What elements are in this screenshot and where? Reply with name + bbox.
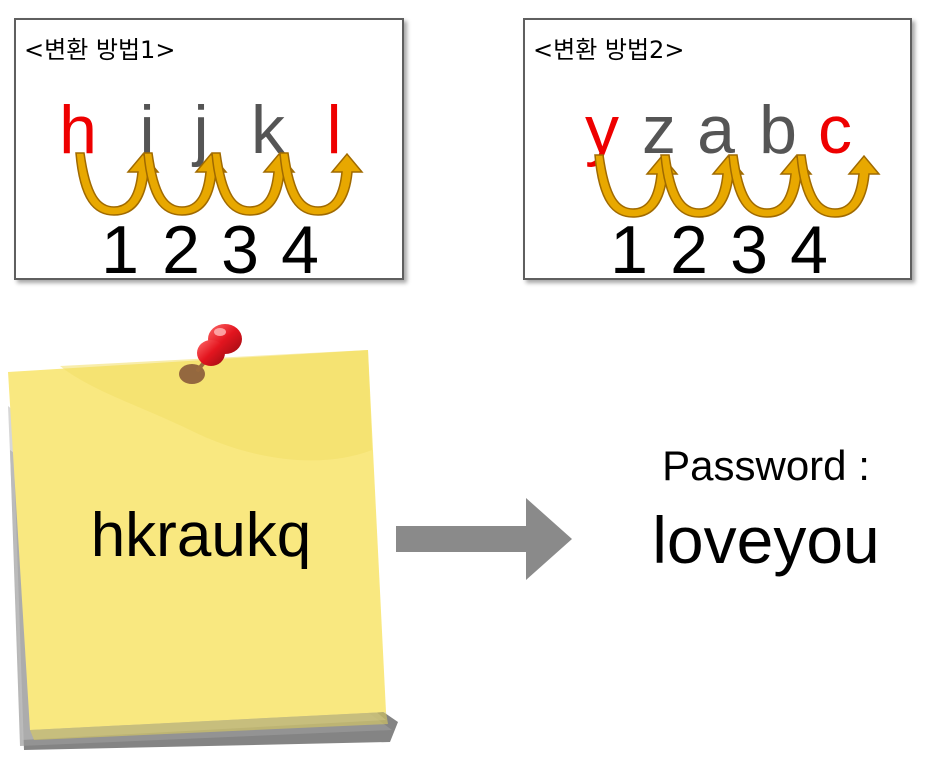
method2-panel: <변환 방법2> y z a b c 1 2 3 4 [523,18,912,285]
method1-digit: 3 [221,212,259,288]
method2-letter-4: c [818,92,852,168]
method2-digit: 3 [730,212,768,288]
method1-panel: <변환 방법1> h i j k l 1 2 3 4 [14,18,404,285]
method1-shift-arrows [75,152,364,216]
method1-letter-2: j [193,92,209,168]
shift-arrow-icon [796,154,881,218]
method2-digit: 4 [790,212,828,288]
method1-letter-row: h i j k l [16,90,402,170]
pushpin-icon [179,324,242,384]
method1-letter-1: i [139,92,155,168]
method2-digit: 1 [610,212,648,288]
method2-letter-row: y z a b c [525,90,910,170]
method2-letter-1: z [642,92,676,168]
method2-letter-3: b [759,92,797,168]
method2-title: <변환 방법2> [533,36,685,64]
method2-digit: 2 [670,212,708,288]
method2-digit-row: 1 2 3 4 [525,215,910,285]
method2-shift-arrows [594,154,881,218]
right-arrow-icon [396,498,572,580]
method1-digit: 4 [281,212,319,288]
sticky-note [8,324,398,750]
encoded-text: hkraukq [90,501,312,570]
password-label: Password : [662,442,870,489]
password-value: loveyou [652,503,880,577]
method1-title: <변환 방법1> [24,36,176,64]
method1-letter-4: l [326,92,342,168]
method1-digit-row: 1 2 3 4 [16,215,402,285]
note-background [8,350,398,750]
method1-digit: 1 [101,212,139,288]
method1-digit: 2 [162,212,200,288]
shift-arrow-icon [279,152,364,216]
